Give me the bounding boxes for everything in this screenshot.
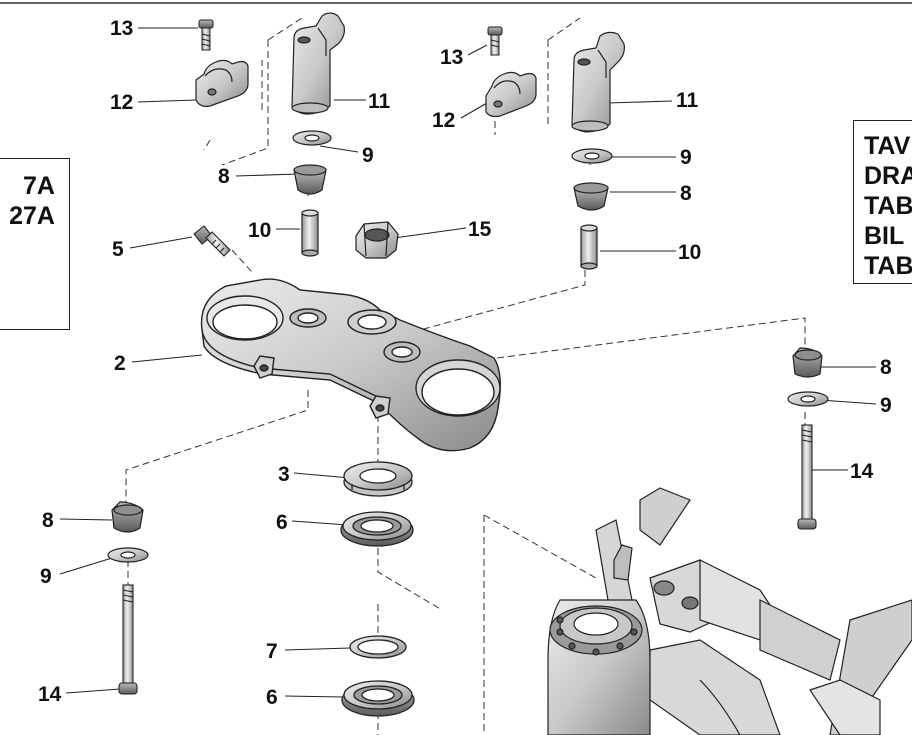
- part-6-bearing-upper: [340, 511, 414, 547]
- part-14-bolt-right-side: [797, 424, 817, 530]
- left-reference-box: 7A 27A A A: [0, 158, 70, 330]
- right-reference-box: TAV DRA TAB BIL TAB: [853, 120, 912, 284]
- callout-14-left-side: 14: [38, 683, 62, 706]
- callout-8-left-side: 8: [42, 509, 54, 532]
- assembly-guide-lines: [125, 17, 806, 735]
- callout-13-right: 13: [440, 46, 463, 69]
- callout-9-upper-right: 9: [680, 146, 692, 169]
- part-3-ring-nut: [343, 461, 413, 497]
- part-2-triple-clamp: [200, 278, 501, 452]
- callout-3: 3: [278, 463, 290, 486]
- callout-6-upper: 6: [276, 511, 288, 534]
- callout-12-left: 12: [110, 91, 133, 114]
- callout-9-right-side: 9: [880, 394, 892, 417]
- part-9-washer-right-side: [787, 391, 829, 407]
- part-8-bushing-upper-right: [573, 182, 609, 211]
- callout-8-upper-right: 8: [680, 182, 692, 205]
- callout-12-right: 12: [432, 109, 455, 132]
- callout-14-right-side: 14: [850, 460, 874, 483]
- part-9-washer-upper-left: [292, 130, 332, 146]
- part-9-washer-left-side: [107, 547, 149, 563]
- right-box-line: BIL: [864, 222, 905, 250]
- right-box-line: TAV: [864, 132, 911, 160]
- callout-5: 5: [112, 238, 124, 261]
- right-box-line: TAB: [864, 192, 912, 220]
- left-box-line: 7A: [23, 172, 55, 200]
- part-8-bushing-right-side: [792, 347, 823, 378]
- callout-8-upper-left: 8: [218, 165, 230, 188]
- motorcycle-frame-steering-head: [547, 487, 912, 735]
- part-6-bearing-lower: [341, 680, 415, 717]
- part-13-bolt-left: [198, 19, 214, 51]
- part-10-sleeve-right: [580, 224, 598, 270]
- part-9-washer-upper-right: [571, 148, 613, 164]
- callout-9-upper-left: 9: [362, 144, 374, 167]
- left-box-line: 27A: [9, 202, 55, 230]
- part-10-sleeve-left: [301, 209, 319, 257]
- callout-9-left-side: 9: [40, 565, 52, 588]
- callout-6-lower: 6: [266, 686, 278, 709]
- part-13-bolt-right: [487, 26, 503, 56]
- part-14-bolt-left-side: [118, 584, 138, 695]
- right-box-line: TAB: [864, 252, 912, 280]
- part-7-seal-ring: [349, 635, 407, 659]
- part-8-bushing-left-side: [111, 501, 144, 533]
- callout-11-left: 11: [368, 90, 391, 113]
- right-box-line: DRA: [864, 162, 912, 190]
- callout-15: 15: [468, 218, 492, 241]
- part-12-clamp-right: [485, 71, 537, 118]
- callout-2: 2: [114, 352, 126, 375]
- part-8-bushing-upper-left: [293, 164, 327, 195]
- callout-13-left: 13: [110, 17, 133, 40]
- part-5-pinch-bolt: [193, 225, 231, 257]
- callout-7: 7: [266, 640, 278, 663]
- part-12-clamp-left: [195, 59, 249, 107]
- callout-11-right: 11: [676, 89, 699, 112]
- callout-8-right-side: 8: [880, 356, 892, 379]
- callout-labels: 13 12 11 9 8 10 13 12 11 9 8 10 15 5 2 8…: [38, 17, 892, 709]
- callout-10-left: 10: [248, 219, 271, 242]
- part-11-riser-right: [571, 31, 625, 133]
- part-15-nut: [355, 221, 399, 259]
- callout-10-right: 10: [678, 241, 701, 264]
- leader-lines: [59, 27, 877, 698]
- part-11-riser-left: [291, 12, 345, 115]
